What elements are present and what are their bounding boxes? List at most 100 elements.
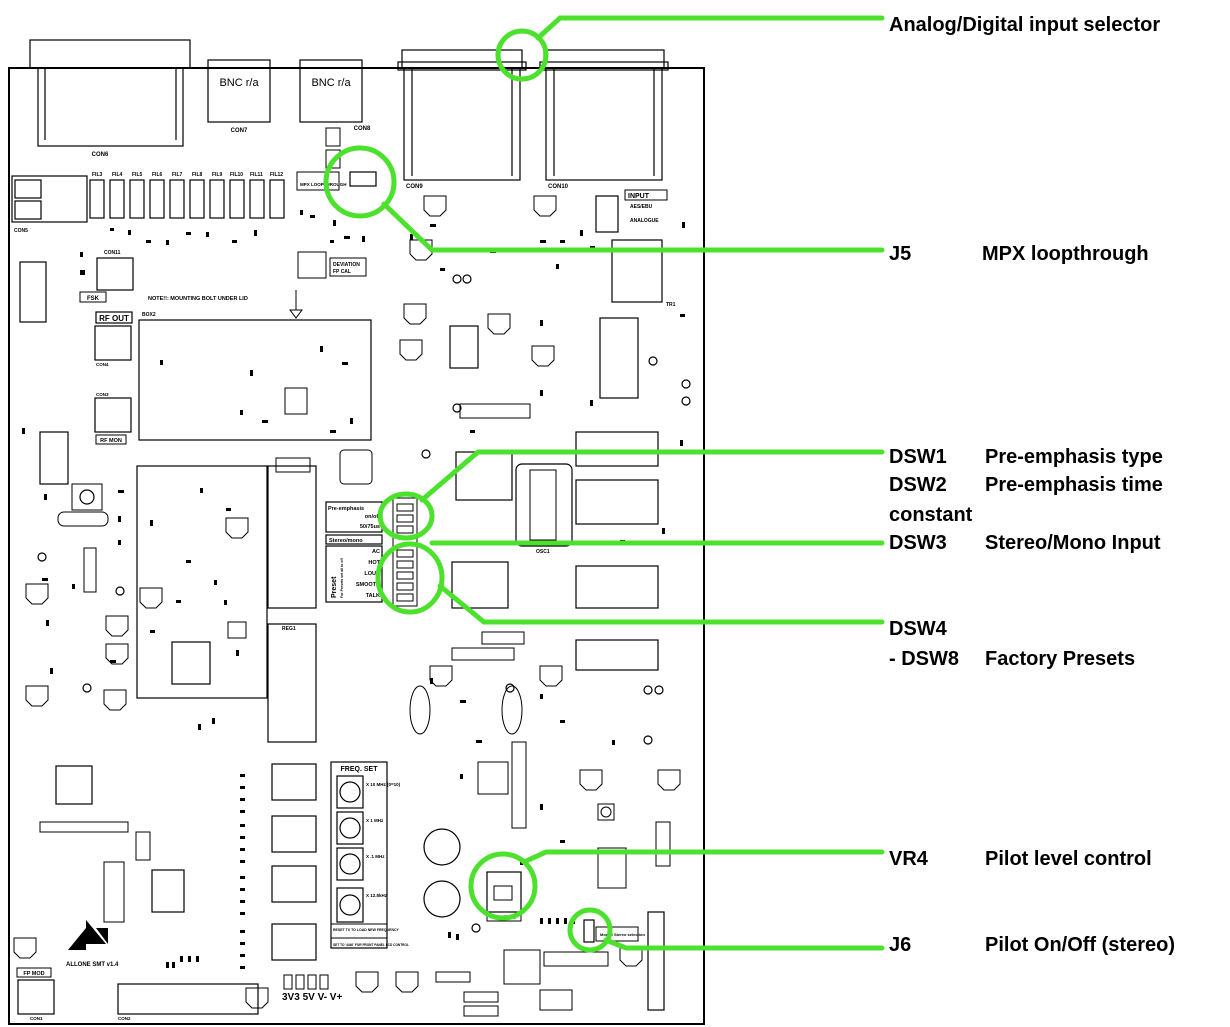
filter-row <box>89 179 285 219</box>
j2-header <box>451 647 515 661</box>
c51-block <box>83 547 97 593</box>
reg1-label: REG1 <box>282 626 296 632</box>
fsk-box <box>79 291 107 303</box>
fil-small <box>325 127 341 169</box>
mono-stereo-box <box>595 926 639 942</box>
input-selector-header <box>595 195 619 233</box>
highlight-vr4 <box>468 851 538 921</box>
con2-label: CON2 <box>118 1016 131 1021</box>
set-note: SET TO '4440' FOR FRONT PANEL LCD CONTRO… <box>333 943 409 947</box>
j12-header <box>103 861 125 923</box>
r-bottom <box>435 971 471 983</box>
t6 <box>284 387 308 415</box>
leader-j6 <box>603 937 885 951</box>
preset-loud: LOUD <box>364 571 380 577</box>
cap-c84 <box>339 449 373 485</box>
callout-graphics <box>323 15 885 953</box>
filter-label: FIL7 <box>172 172 182 178</box>
ic10 <box>575 479 659 525</box>
con4-label: CON4 <box>96 362 109 367</box>
callout-dsw1: DSW1 Pre-emphasis type <box>889 446 1219 472</box>
highlight-dsw1-2 <box>377 491 435 541</box>
con7-label: CON7 <box>231 128 248 134</box>
input-label: INPUT <box>628 193 650 200</box>
filter-label: FIL10 <box>230 172 243 178</box>
freq-row-4: X 12.5kHz <box>366 893 388 898</box>
reset-note: RESET TX TO LOAD NEW FREQUENCY <box>333 928 400 932</box>
j5-header <box>349 171 377 187</box>
ic15 <box>449 325 479 369</box>
callout-dsw4: DSW4 <box>889 618 947 641</box>
j10-block <box>275 457 311 473</box>
highlight-j6 <box>567 907 613 953</box>
ic4 <box>477 761 509 795</box>
ic-bottom-2 <box>539 989 573 1011</box>
freq-dials <box>336 775 364 923</box>
time-label: 50/75us <box>360 524 380 530</box>
fp-mod-box <box>16 967 52 978</box>
u1 <box>55 765 93 805</box>
vr2-block <box>297 251 327 279</box>
preset-sub-label: For Presets set all to off <box>340 557 344 598</box>
ic19 <box>151 869 185 913</box>
callout-j6-desc: Pilot On/Off (stereo) <box>985 934 1175 956</box>
preset-hot: HOT <box>368 560 380 566</box>
u6 <box>39 431 69 485</box>
callout-dsw3-code: DSW3 <box>889 532 947 554</box>
j6-header <box>583 919 595 943</box>
reset-note-box <box>330 923 388 939</box>
stereo-mono-box <box>325 534 383 545</box>
highlight-j5 <box>323 145 397 219</box>
leader-input-selector <box>535 15 885 41</box>
vd1-block <box>227 621 247 639</box>
mpx-box <box>296 171 340 191</box>
fp-cal-label: FP CAL <box>333 269 351 275</box>
deviation-label: DEVIATION <box>333 262 360 268</box>
dip-switch-bank <box>392 497 418 607</box>
vc2-trimmer <box>600 806 612 818</box>
callout-dsw2-desc: Pre-emphasis time <box>985 474 1163 496</box>
vr4-trimmer <box>493 885 513 901</box>
leader-dsw1-2 <box>419 449 885 503</box>
con1 <box>17 979 55 1015</box>
leader-vr4 <box>521 849 885 865</box>
con10-label: CON10 <box>548 184 569 190</box>
on-off-label: on/off <box>365 514 380 520</box>
smd-components <box>22 210 685 969</box>
filter-label: FIL5 <box>132 172 142 178</box>
ic-bottom-1 <box>503 949 541 985</box>
vc2 <box>597 803 615 821</box>
bnc-label-1: BNC r/a <box>219 77 259 89</box>
mounting-arrow <box>289 290 303 319</box>
deviation-box <box>329 257 367 277</box>
preset-box <box>325 545 383 603</box>
allone-logo <box>68 920 108 950</box>
x1-crystal <box>57 511 109 527</box>
con3 <box>94 397 132 433</box>
mono-stereo-label: Mono / Stereo selection <box>600 932 645 937</box>
ic17 <box>451 561 509 609</box>
con4 <box>94 325 132 361</box>
callout-j5: J5 MPX loopthrough <box>889 243 1219 269</box>
callout-j6-code: J6 <box>889 934 912 956</box>
bnc-connector-2 <box>299 59 363 123</box>
rf-mon-label: RF MON <box>100 438 122 444</box>
callout-dsw8-desc: Factory Presets <box>985 648 1136 670</box>
osc1-housing <box>515 463 573 547</box>
con10-connector <box>539 49 669 181</box>
reg-block-1 <box>267 465 317 609</box>
filter-label: FIL6 <box>152 172 162 178</box>
filter-label: FIL3 <box>92 172 102 178</box>
vc1-trimmer <box>79 489 95 505</box>
vr4-box <box>486 871 522 913</box>
rf-mon-box <box>95 434 127 445</box>
con8-label: CON8 <box>354 126 371 132</box>
filter-label: FIL9 <box>212 172 222 178</box>
ic6 <box>511 741 527 829</box>
leader-j5 <box>381 201 885 253</box>
filter-label: FIL11 <box>250 172 263 178</box>
callout-j5-desc: MPX loopthrough <box>982 243 1149 265</box>
voltage-pads <box>283 974 329 990</box>
board-name: ALLONE SMT v1.4 <box>66 962 119 968</box>
con5-connector <box>11 175 88 223</box>
